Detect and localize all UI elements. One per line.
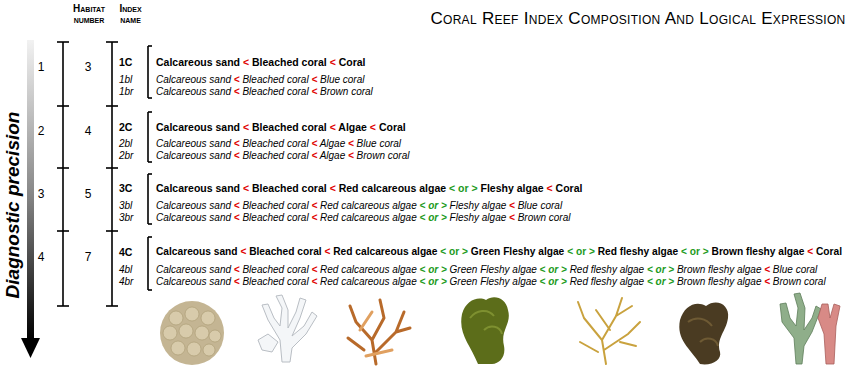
either-operator: < or > <box>449 182 478 194</box>
less-than-operator: < <box>311 200 317 211</box>
diagram-title: Coral Reef Index Composition And Logical… <box>430 9 846 29</box>
index-name: 3bl <box>119 200 132 212</box>
red-fleshy-algae-photo <box>578 298 640 364</box>
axis-label: Diagnostic precision <box>2 112 24 299</box>
less-than-operator: < <box>348 138 354 149</box>
index-name: 2bl <box>119 138 132 150</box>
logical-expression: Calcareous sand < Bleached coral < Brown… <box>156 86 373 98</box>
index-name: 4C <box>119 246 132 258</box>
logical-expression: Calcareous sand < Bleached coral < Algae… <box>156 138 401 150</box>
arrow-head <box>21 338 40 358</box>
less-than-operator: < <box>764 276 770 287</box>
either-operator: < or > <box>420 264 447 275</box>
less-than-operator: < <box>311 212 317 223</box>
green-fleshy-algae-photo <box>461 297 509 364</box>
logical-expression: Calcareous sand < Bleached coral < Red c… <box>156 264 817 276</box>
less-than-operator: < <box>234 276 240 287</box>
index-name: 2C <box>119 121 132 133</box>
precision-level: 3 <box>38 188 45 202</box>
either-operator: < or > <box>440 246 468 257</box>
index-name: 1br <box>119 86 133 98</box>
less-than-operator: < <box>234 264 240 275</box>
less-than-operator: < <box>370 121 376 133</box>
less-than-operator: < <box>234 138 240 149</box>
either-operator: < or > <box>540 276 567 287</box>
logical-expression: Calcareous sand < Bleached coral < Blue … <box>156 74 364 86</box>
scale-lines <box>57 42 152 306</box>
logical-expression: Calcareous sand < Bleached coral < Red c… <box>156 212 570 224</box>
less-than-operator: < <box>234 150 240 161</box>
less-than-operator: < <box>509 200 515 211</box>
less-than-operator: < <box>311 264 317 275</box>
either-operator: < or > <box>420 212 447 223</box>
less-than-operator: < <box>348 150 354 161</box>
precision-arrow <box>27 40 34 340</box>
less-than-operator: < <box>509 212 515 223</box>
less-than-operator: < <box>547 182 553 194</box>
either-operator: < or > <box>420 200 447 211</box>
precision-level: 1 <box>38 61 45 75</box>
less-than-operator: < <box>311 138 317 149</box>
index-name: 2br <box>119 150 133 162</box>
index-name: 1bl <box>119 74 132 86</box>
less-than-operator: < <box>240 246 246 257</box>
sand-photo <box>160 301 224 365</box>
less-than-operator: < <box>330 182 336 194</box>
logical-expression: Calcareous sand < Bleached coral < Red c… <box>156 246 842 258</box>
less-than-operator: < <box>311 74 317 85</box>
habitat-number: 4 <box>85 125 92 139</box>
less-than-operator: < <box>330 56 336 68</box>
habitat-number: 5 <box>85 188 92 202</box>
less-than-operator: < <box>311 150 317 161</box>
red-calcareous-algae-photo <box>348 300 410 364</box>
logical-expression: Calcareous sand < Bleached coral < Red c… <box>156 276 826 288</box>
either-operator: < or > <box>647 264 674 275</box>
less-than-operator: < <box>311 276 317 287</box>
habitat-number: 7 <box>85 251 92 265</box>
less-than-operator: < <box>311 86 317 97</box>
either-operator: < or > <box>681 246 709 257</box>
logical-expression: Calcareous sand < Bleached coral < Red c… <box>156 200 562 212</box>
index-name: 3C <box>119 182 132 194</box>
index-name: 1C <box>119 56 132 68</box>
logical-expression: Calcareous sand < Bleached coral < Red c… <box>156 182 582 194</box>
index-name: 4br <box>119 276 133 288</box>
column-header: Index name <box>113 4 148 25</box>
less-than-operator: < <box>243 56 249 68</box>
less-than-operator: < <box>324 246 330 257</box>
index-name: 3br <box>119 212 133 224</box>
precision-level: 4 <box>38 251 45 265</box>
logical-expression: Calcareous sand < Bleached coral < Algae… <box>156 150 409 162</box>
coral-photo <box>780 293 840 364</box>
index-name: 4bl <box>119 264 132 276</box>
less-than-operator: < <box>234 86 240 97</box>
less-than-operator: < <box>243 182 249 194</box>
logical-expression: Calcareous sand < Bleached coral < Algae… <box>156 121 406 133</box>
less-than-operator: < <box>243 121 249 133</box>
either-operator: < or > <box>420 276 447 287</box>
less-than-operator: < <box>807 246 813 257</box>
logical-expression: Calcareous sand < Bleached coral < Coral <box>156 56 366 68</box>
precision-level: 2 <box>38 125 45 139</box>
either-operator: < or > <box>647 276 674 287</box>
either-operator: < or > <box>567 246 595 257</box>
less-than-operator: < <box>764 264 770 275</box>
less-than-operator: < <box>234 212 240 223</box>
less-than-operator: < <box>330 121 336 133</box>
column-header: Habitat number <box>66 4 112 25</box>
less-than-operator: < <box>234 74 240 85</box>
habitat-number: 3 <box>85 61 92 75</box>
less-than-operator: < <box>234 200 240 211</box>
bleached-coral-photo <box>258 295 317 362</box>
brown-fleshy-algae-photo <box>679 302 728 364</box>
either-operator: < or > <box>540 264 567 275</box>
